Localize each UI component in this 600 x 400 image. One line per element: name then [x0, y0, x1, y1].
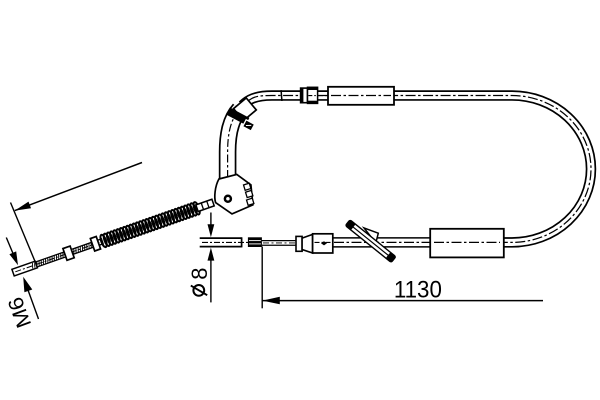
svg-text:1130: 1130 [394, 276, 442, 303]
svg-text:8: 8 [187, 267, 212, 279]
